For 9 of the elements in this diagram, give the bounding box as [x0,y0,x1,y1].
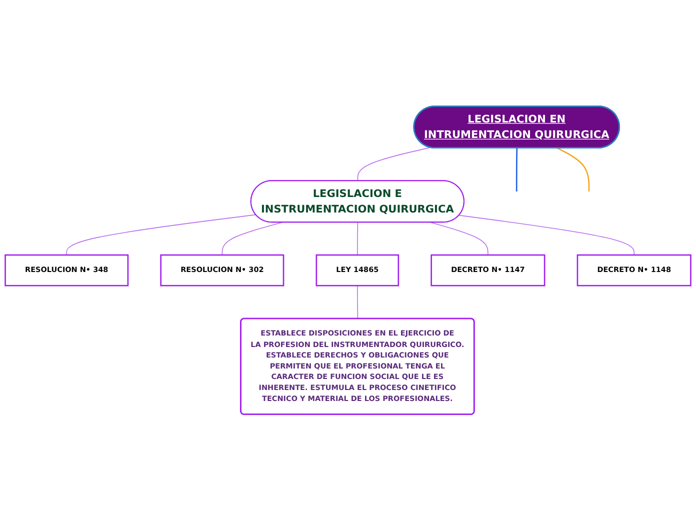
connector [557,147,590,192]
connector [430,222,488,256]
connector [357,146,431,182]
connector [516,148,518,192]
connector [66,214,256,256]
connector [357,284,358,319]
connector [222,222,283,256]
connector [357,222,358,256]
connector [458,214,634,256]
